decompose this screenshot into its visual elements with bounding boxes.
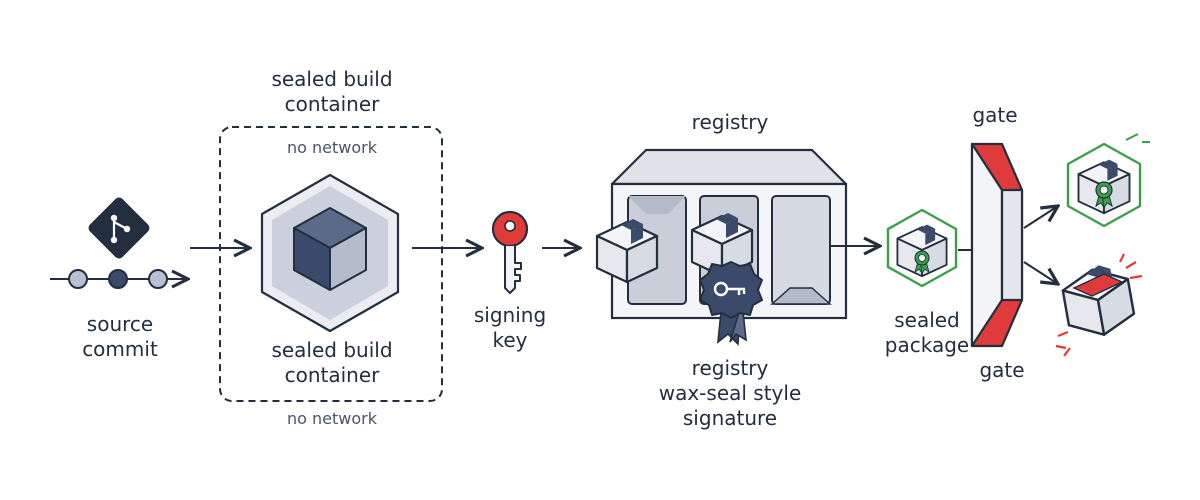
isometric-cube-icon [260, 173, 400, 333]
source-commit-label: source commit [82, 312, 158, 361]
build-container-title: sealed build container [271, 67, 393, 116]
registry-title: registry [691, 110, 769, 134]
build-container-boundary [219, 126, 443, 402]
sealed-package-label: sealed package [884, 308, 970, 357]
no-network-bottom-label: no network [287, 409, 377, 428]
registry-signature-label: registry wax-seal style signature [658, 356, 802, 430]
commit-timeline-icon [50, 269, 188, 289]
gate-top-label: gate [972, 103, 1018, 127]
gate-icon [970, 142, 1024, 348]
rejected-box-icon [1055, 253, 1143, 357]
award-ribbon-icon [1095, 181, 1113, 209]
key-icon [491, 210, 529, 294]
signing-key-label: signing key [473, 303, 547, 352]
arrow-gate-rejected [1023, 261, 1058, 284]
accepted-package-icon [1066, 133, 1150, 228]
gate-bottom-label: gate [979, 358, 1025, 382]
build-container-inner-label: sealed build container [271, 338, 393, 387]
sealed-package-icon [886, 208, 958, 288]
git-branch-icon [88, 197, 150, 259]
no-network-top-label: no network [287, 138, 377, 157]
wax-seal-icon [699, 261, 763, 346]
award-ribbon-icon [914, 250, 930, 274]
arrow-gate-accepted [1023, 206, 1058, 229]
